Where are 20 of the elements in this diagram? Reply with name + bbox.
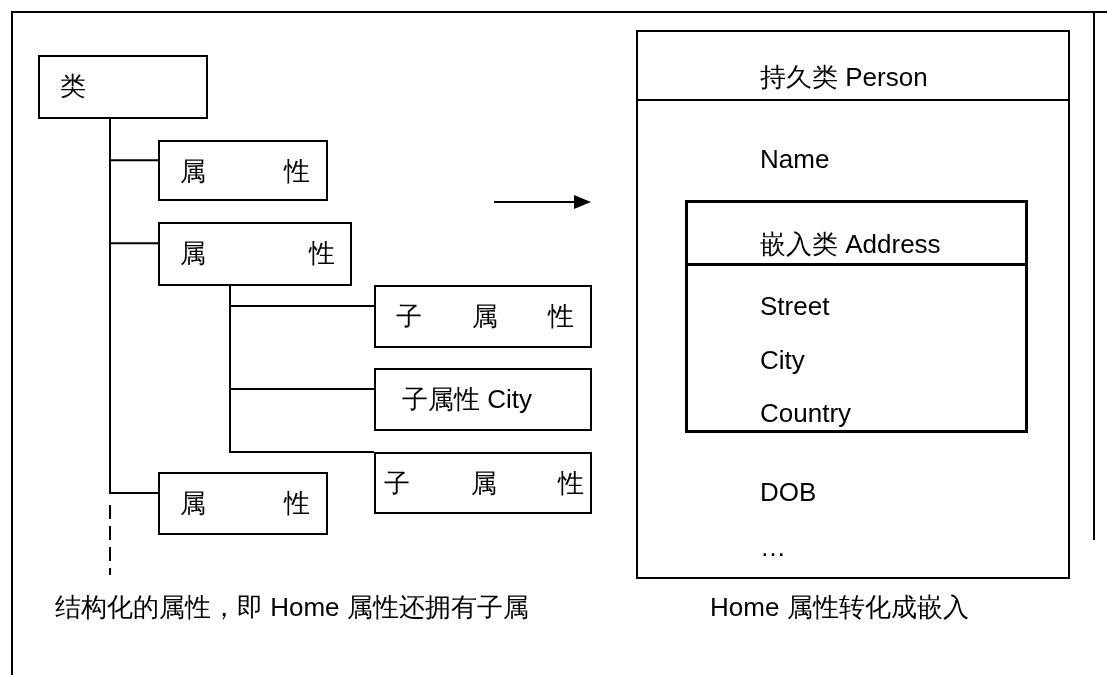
sub-attribute-box: 子属性 City <box>374 368 592 431</box>
attribute-box: 属 性 <box>158 472 328 535</box>
ellipsis-label: … <box>760 532 786 562</box>
connector-line <box>229 285 375 453</box>
attribute-label: City <box>760 345 805 375</box>
class-box: 类 <box>38 55 208 119</box>
sub-attribute-box: 子 属 性 <box>374 285 592 348</box>
class-heading: 嵌入类 Address <box>760 229 941 259</box>
attribute-box: 属 性 <box>158 222 352 286</box>
caption-text: Home 属性转化成嵌入 <box>710 592 969 622</box>
attribute-label: Country <box>760 398 852 428</box>
class-box <box>636 30 1070 579</box>
sub-attribute-box: 子 属 性 <box>374 452 592 514</box>
attribute-label: Street <box>760 291 830 321</box>
class-heading: 持久类 Person <box>760 62 928 92</box>
embedded-class-box <box>685 200 1028 433</box>
attribute-label: Name <box>760 144 830 174</box>
attribute-label: DOB <box>760 477 817 507</box>
attribute-box: 属 性 <box>158 140 328 201</box>
caption-text: 结构化的属性，即 Home 属性还拥有子属 <box>55 592 529 622</box>
